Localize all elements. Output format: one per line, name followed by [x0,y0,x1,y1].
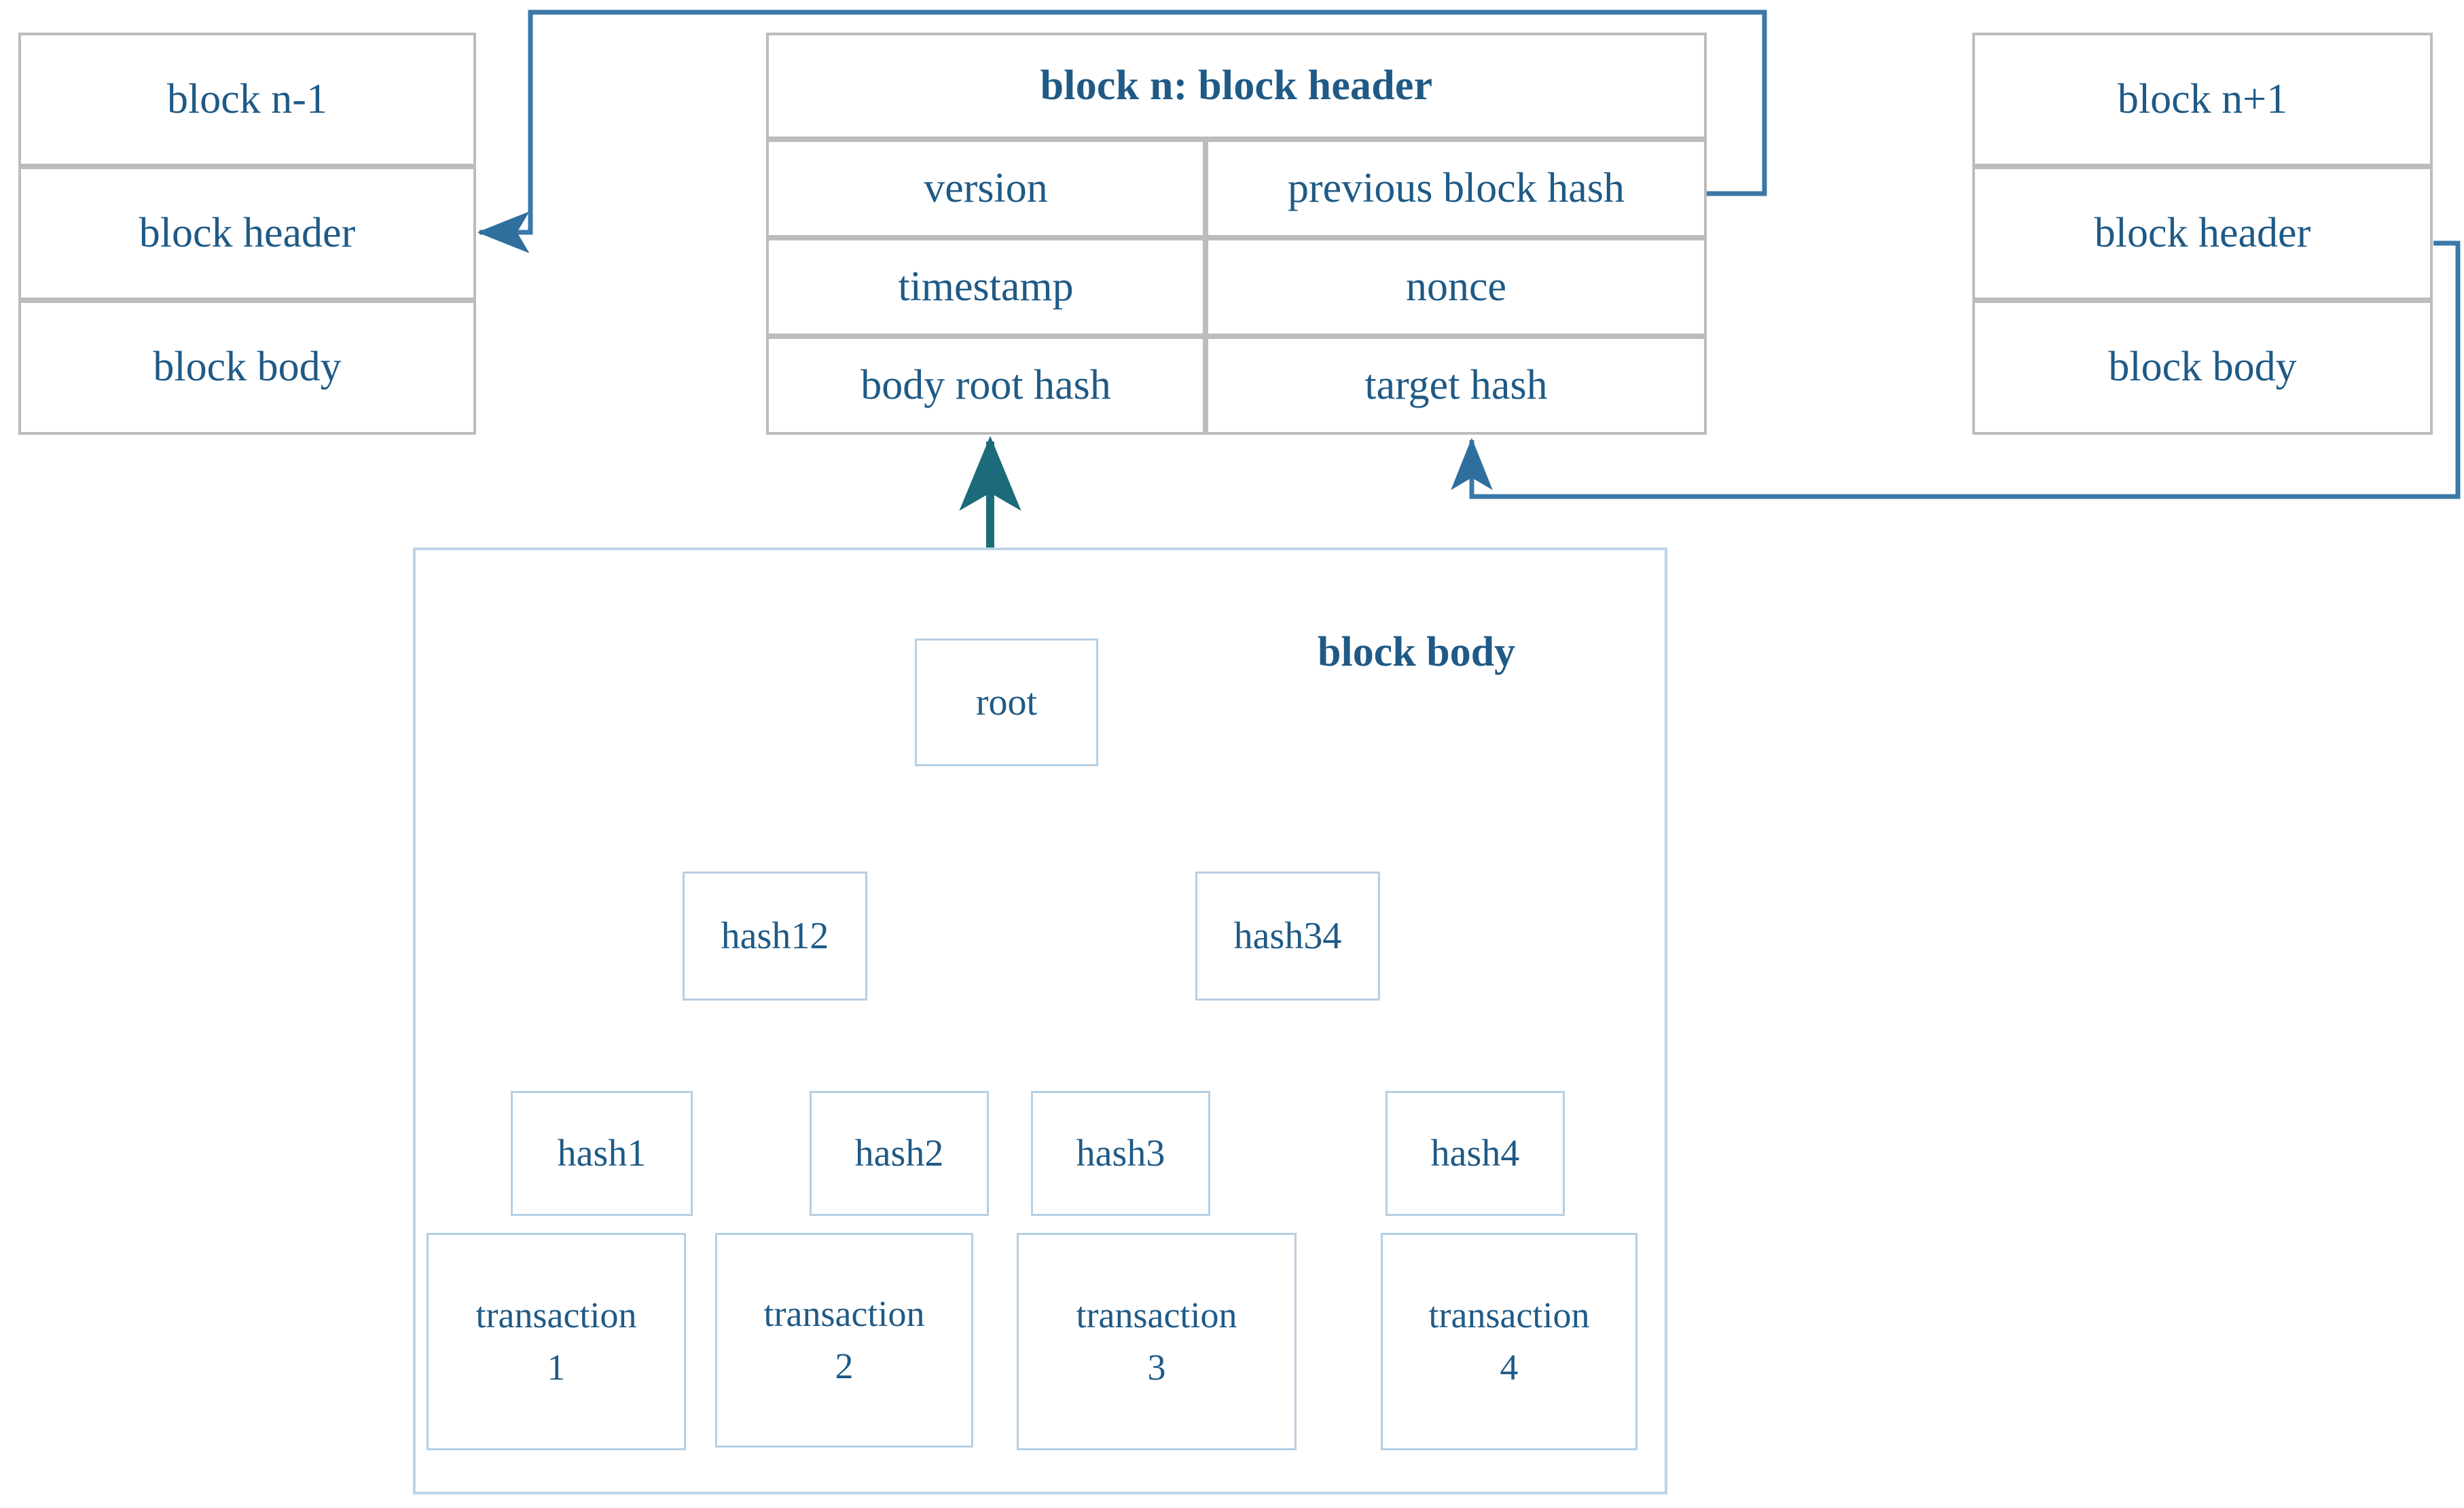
merkle-node-hash12-label: hash12 [721,914,829,957]
block-n-field-body-root-hash: body root hash [766,336,1206,435]
block-n-field-version-label: version [924,164,1048,211]
block-n-1-title-cell: block n-1 [18,33,476,166]
merkle-node-root-label: root [975,681,1038,723]
transaction-box-2: transaction 2 [715,1233,973,1448]
block-n-field-target-hash: target hash [1206,336,1707,435]
block-n-plus-1-body-label: block body [2108,344,2297,391]
block-n-header-title-cell: block n: block header [766,33,1707,139]
merkle-node-hash4: hash4 [1385,1091,1565,1216]
block-n-plus-1-header-cell: block header [1972,166,2433,300]
transaction-4-line2: 4 [1500,1347,1519,1388]
block-n-1-body-label: block body [153,344,342,391]
block-n-field-previous-block-hash-label: previous block hash [1288,164,1625,211]
transaction-box-3: transaction 3 [1017,1233,1297,1450]
transaction-3-line1: transaction [1076,1295,1237,1336]
transaction-box-1: transaction 1 [427,1233,686,1450]
transaction-2-line2: 2 [835,1346,854,1386]
merkle-node-hash4-label: hash4 [1430,1132,1520,1174]
transaction-4-line1: transaction [1428,1295,1590,1336]
merkle-node-hash1-label: hash1 [557,1132,647,1174]
transaction-3-line2: 3 [1147,1347,1166,1388]
block-n-field-nonce: nonce [1206,238,1707,336]
block-n-plus-1-title-cell: block n+1 [1972,33,2433,166]
block-n-plus-1-header-label: block header [2094,209,2311,256]
merkle-node-hash12: hash12 [683,872,867,1001]
block-body-label: block body [1318,629,1516,675]
merkle-node-hash34-label: hash34 [1233,914,1342,957]
block-n-plus-1-title: block n+1 [2117,75,2288,122]
merkle-node-hash2: hash2 [810,1091,989,1216]
block-n-header-title: block n: block header [1040,62,1433,109]
merkle-node-hash3: hash3 [1031,1091,1210,1216]
block-n-1-body-cell: block body [18,300,476,435]
block-n-field-nonce-label: nonce [1405,263,1507,310]
block-n-field-timestamp-label: timestamp [898,263,1074,310]
transaction-2-line1: transaction [763,1293,925,1335]
block-n-1-header-cell: block header [18,166,476,300]
block-n-1-header-label: block header [139,209,356,256]
merkle-node-hash2-label: hash2 [854,1132,944,1174]
block-n-field-timestamp: timestamp [766,238,1206,336]
merkle-node-hash1: hash1 [511,1091,693,1216]
block-n-field-version: version [766,139,1206,238]
merkle-node-hash3-label: hash3 [1076,1132,1165,1174]
block-n-field-previous-block-hash: previous block hash [1206,139,1707,238]
block-n-field-target-hash-label: target hash [1364,361,1548,408]
transaction-1-line2: 1 [547,1347,566,1388]
block-n-field-body-root-hash-label: body root hash [860,361,1111,408]
transaction-box-4: transaction 4 [1381,1233,1637,1450]
transaction-1-line1: transaction [475,1295,637,1336]
merkle-node-hash34: hash34 [1195,872,1380,1001]
block-n-1-title: block n-1 [167,75,327,122]
merkle-node-root: root [915,639,1098,766]
block-n-plus-1-body-cell: block body [1972,300,2433,435]
